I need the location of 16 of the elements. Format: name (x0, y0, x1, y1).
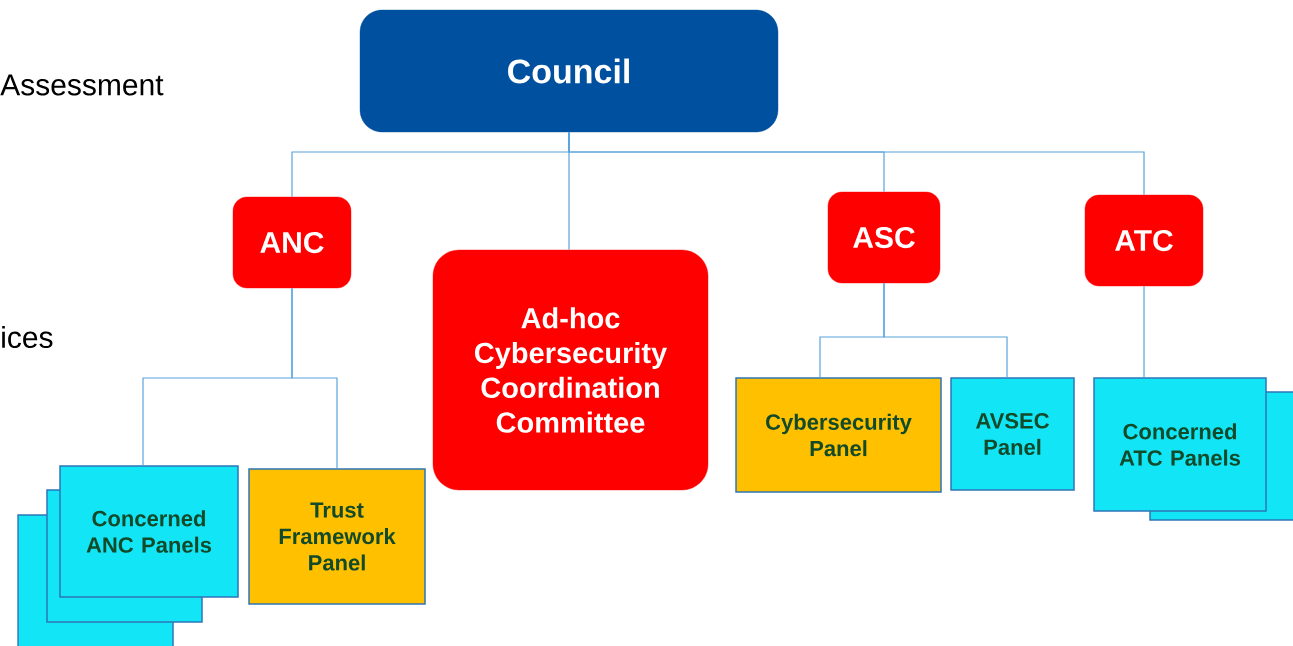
panel-box: Trust Framework Panel (248, 468, 426, 605)
connector-line (883, 282, 1008, 378)
connector-line (291, 287, 338, 469)
council-box: Council (359, 9, 779, 133)
panel-box: Cybersecurity Panel (735, 377, 942, 493)
slide-text: Assessment (0, 74, 164, 96)
committee-box: ASC (827, 191, 941, 284)
committee-box: ANC (232, 196, 352, 289)
committee-box: Ad-hoc Cybersecurity Coordination Committee (432, 249, 709, 491)
stacked-panel-box: Concerned ATC Panels (1093, 377, 1293, 521)
connector-line (568, 131, 1145, 196)
committee-box: ATC (1084, 194, 1204, 287)
slide-text: ices (2, 326, 53, 349)
panel-box: AVSEC Panel (950, 377, 1075, 491)
connector-line (1143, 285, 1145, 378)
stacked-panel-box: Concerned ANC Panels (17, 465, 239, 646)
